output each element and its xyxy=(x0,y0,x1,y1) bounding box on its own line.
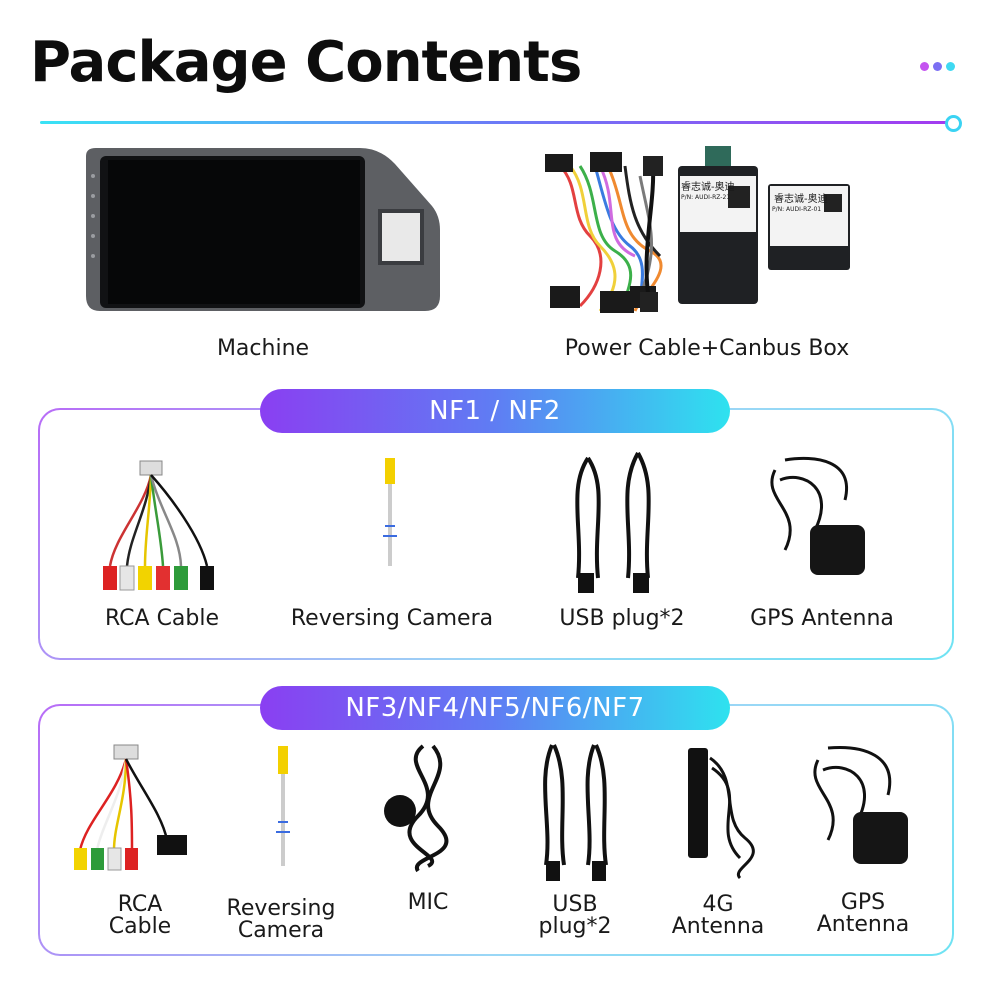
usb-plug-label: USB plug*2 xyxy=(559,606,685,631)
machine-image xyxy=(86,148,440,311)
divider-end-dot xyxy=(945,115,962,132)
canbus-small-pn: P/N: AUDI-RZ-01 xyxy=(772,206,822,213)
canbus-big-label: 睿志诚-奥迪 xyxy=(681,182,735,193)
rca-cable-2-line2: Cable xyxy=(108,914,172,939)
power-cable-canbus-image xyxy=(545,146,850,313)
reversing-camera-image-2 xyxy=(276,746,290,866)
rca-cable-2-line1: RCA xyxy=(117,892,163,917)
power-cable-label: Power Cable+Canbus Box xyxy=(564,336,850,361)
gps-antenna-2-line1: GPS xyxy=(840,890,886,915)
rca-cable-image xyxy=(103,460,214,591)
gps-antenna-2-line2: Antenna xyxy=(816,912,910,937)
usb-plug-2-line1: USB xyxy=(552,892,598,917)
usb-plug-image xyxy=(575,452,651,593)
machine-label: Machine xyxy=(216,336,310,361)
more-icon[interactable] xyxy=(920,62,955,71)
gps-antenna-image xyxy=(770,456,865,575)
4g-antenna-image xyxy=(688,748,755,880)
gps-antenna-image-2 xyxy=(813,746,908,864)
reversing-camera-2-line2: Camera xyxy=(237,918,325,943)
page-title: Package Contents xyxy=(30,30,582,95)
4g-antenna-line1: 4G xyxy=(702,892,734,917)
rca-cable-image-2 xyxy=(74,744,187,871)
reversing-camera-image xyxy=(383,458,397,566)
canbus-small-label: 睿志诚-奥迪 xyxy=(774,194,828,205)
canbus-big-pn: P/N: AUDI-RZ-21 xyxy=(681,194,731,201)
group-nf1-nf2-panel xyxy=(38,408,954,660)
gps-antenna-label: GPS Antenna xyxy=(750,606,894,631)
mic-label: MIC xyxy=(407,890,449,915)
reversing-camera-label: Reversing Camera xyxy=(290,606,494,631)
header-divider xyxy=(40,121,948,124)
group-nf3-nf7-title: NF3/NF4/NF5/NF6/NF7 xyxy=(260,686,730,730)
usb-plug-image-2 xyxy=(543,744,608,881)
usb-plug-2-line2: plug*2 xyxy=(538,914,612,939)
mic-image xyxy=(384,744,449,873)
rca-cable-label: RCA Cable xyxy=(104,606,220,631)
group-nf1-nf2-title: NF1 / NF2 xyxy=(260,389,730,433)
reversing-camera-2-line1: Reversing xyxy=(226,896,336,921)
4g-antenna-line2: Antenna xyxy=(671,914,765,939)
group-nf3-nf7-panel xyxy=(38,704,954,956)
